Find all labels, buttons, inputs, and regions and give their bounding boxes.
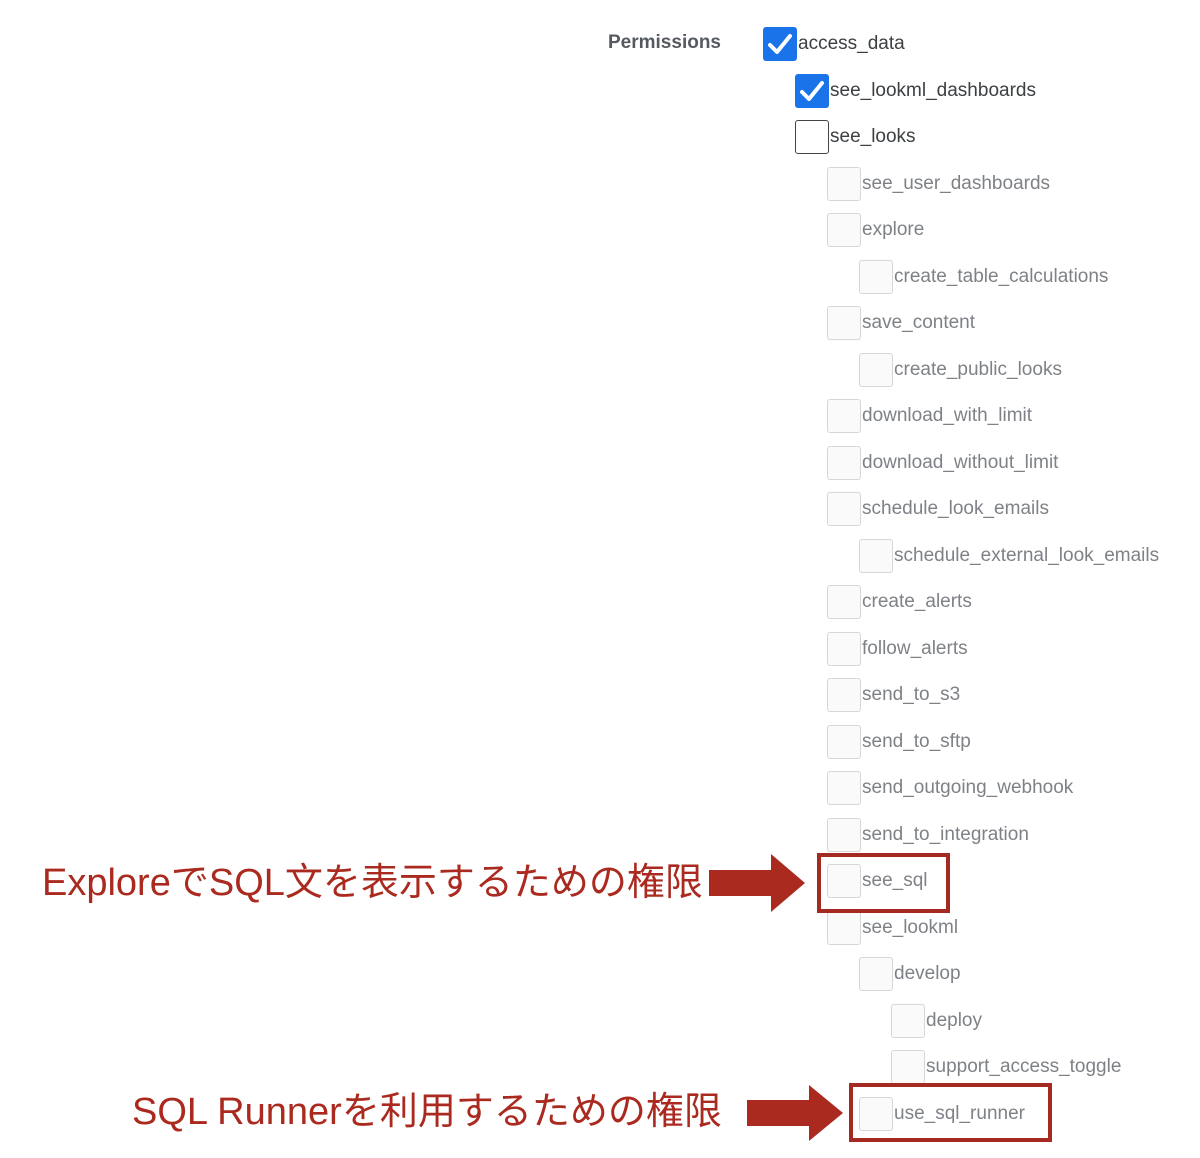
checkbox-send-to-integration: [827, 818, 861, 852]
permission-label: access_data: [798, 33, 905, 54]
permissions-label: Permissions: [608, 32, 721, 53]
checkbox-develop: [859, 957, 893, 991]
see-sql-arrow-icon: [709, 854, 805, 912]
permission-label: create_alerts: [862, 591, 972, 612]
permission-label: send_outgoing_webhook: [862, 777, 1074, 798]
permission-label: support_access_toggle: [926, 1056, 1122, 1077]
checkbox-use-sql-runner: [859, 1097, 893, 1131]
permission-label: see_looks: [830, 126, 916, 147]
checkbox-follow-alerts: [827, 632, 861, 666]
checkbox-access-data[interactable]: [763, 27, 797, 61]
permission-label: follow_alerts: [862, 638, 968, 659]
checkbox-see-looks[interactable]: [795, 120, 829, 154]
permission-label: see_sql: [862, 870, 928, 891]
permission-label: create_table_calculations: [894, 266, 1109, 287]
checkbox-schedule-look-emails: [827, 492, 861, 526]
permission-label: see_user_dashboards: [862, 173, 1051, 194]
permission-label: send_to_s3: [862, 684, 961, 705]
permission-label: download_without_limit: [862, 452, 1059, 473]
use-sql-runner-annotation: SQL Runnerを利用するための権限: [132, 1091, 722, 1133]
checkbox-send-to-sftp: [827, 725, 861, 759]
checkbox-create-table-calculations: [859, 260, 893, 294]
checkbox-see-user-dashboards: [827, 167, 861, 201]
checkbox-download-with-limit: [827, 399, 861, 433]
permission-label: send_to_sftp: [862, 731, 971, 752]
permission-label: download_with_limit: [862, 405, 1033, 426]
permission-label: deploy: [926, 1010, 982, 1031]
checkbox-see-lookml-dashboards[interactable]: [795, 74, 829, 108]
see-sql-annotation: ExploreでSQL文を表示するための権限: [42, 862, 703, 904]
permission-label: schedule_look_emails: [862, 498, 1049, 519]
checkbox-send-outgoing-webhook: [827, 771, 861, 805]
permission-label: schedule_external_look_emails: [894, 545, 1160, 566]
permission-label: see_lookml_dashboards: [830, 80, 1036, 101]
permission-label: use_sql_runner: [894, 1103, 1025, 1124]
permission-label: explore: [862, 219, 925, 240]
checkbox-see-sql: [827, 864, 861, 898]
checkbox-save-content: [827, 306, 861, 340]
permission-label: send_to_integration: [862, 824, 1029, 845]
checkbox-see-lookml: [827, 911, 861, 945]
checkbox-send-to-s3: [827, 678, 861, 712]
use-sql-runner-highlight-box: [849, 1083, 1052, 1142]
checkbox-create-public-looks: [859, 353, 893, 387]
checkbox-schedule-external-look-emails: [859, 539, 893, 573]
checkbox-create-alerts: [827, 585, 861, 619]
checkbox-explore: [827, 213, 861, 247]
use-sql-runner-arrow-icon: [747, 1085, 843, 1141]
permission-label: save_content: [862, 312, 976, 333]
checkbox-support-access-toggle: [891, 1050, 925, 1084]
checkbox-download-without-limit: [827, 446, 861, 480]
permission-label: develop: [894, 963, 961, 984]
permission-label: create_public_looks: [894, 359, 1062, 380]
see-sql-highlight-box: [817, 853, 950, 913]
permission-label: see_lookml: [862, 917, 959, 938]
checkbox-deploy: [891, 1004, 925, 1038]
